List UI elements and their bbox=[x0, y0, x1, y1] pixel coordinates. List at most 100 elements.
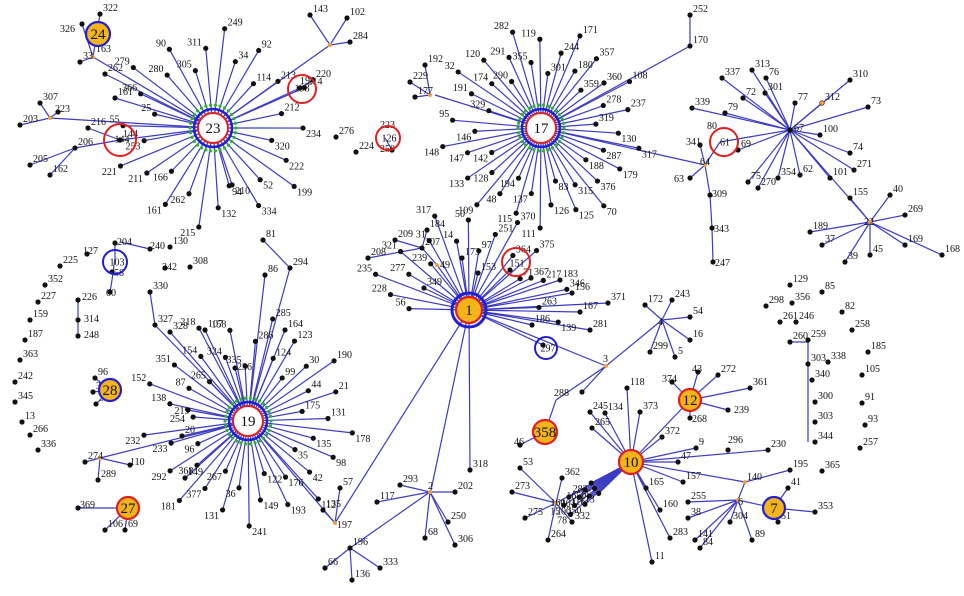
node-186[interactable] bbox=[529, 322, 535, 328]
node-83[interactable] bbox=[552, 178, 559, 184]
node-335[interactable] bbox=[242, 363, 248, 369]
node-127[interactable] bbox=[84, 251, 90, 257]
node-75[interactable] bbox=[745, 179, 751, 185]
node-303[interactable] bbox=[805, 361, 811, 367]
node-306[interactable] bbox=[452, 542, 458, 548]
node-165[interactable] bbox=[582, 487, 588, 493]
node-25[interactable] bbox=[152, 111, 158, 117]
node-56[interactable] bbox=[406, 306, 412, 312]
node-280[interactable] bbox=[164, 72, 170, 78]
node-342[interactable] bbox=[162, 265, 168, 271]
node-148[interactable] bbox=[440, 143, 446, 150]
node-301[interactable] bbox=[545, 70, 551, 77]
node-298[interactable] bbox=[763, 303, 769, 309]
node-92[interactable] bbox=[256, 47, 262, 54]
node-229[interactable] bbox=[407, 79, 413, 85]
node-328[interactable] bbox=[167, 329, 173, 335]
node-67[interactable] bbox=[787, 127, 793, 133]
node-194[interactable] bbox=[515, 175, 522, 181]
node-265[interactable] bbox=[589, 425, 595, 431]
node-5[interactable] bbox=[672, 354, 678, 360]
node-300[interactable] bbox=[812, 399, 818, 405]
node-190[interactable] bbox=[331, 358, 337, 364]
node-317[interactable] bbox=[636, 145, 642, 151]
node-33[interactable] bbox=[77, 59, 83, 65]
node-250[interactable] bbox=[445, 519, 451, 525]
node-77[interactable] bbox=[792, 100, 798, 106]
node-352[interactable] bbox=[42, 282, 48, 288]
node-205[interactable] bbox=[27, 162, 33, 168]
node-130[interactable] bbox=[615, 130, 621, 136]
node-307[interactable] bbox=[37, 100, 43, 106]
node-293[interactable] bbox=[397, 482, 403, 488]
node-179[interactable] bbox=[617, 166, 623, 172]
node-149[interactable] bbox=[257, 497, 263, 503]
node-322[interactable] bbox=[97, 11, 103, 17]
node-271[interactable] bbox=[851, 167, 857, 173]
node-216[interactable] bbox=[85, 125, 91, 131]
node-155[interactable] bbox=[847, 195, 853, 201]
node-272[interactable] bbox=[715, 372, 721, 378]
node-85[interactable] bbox=[819, 289, 825, 295]
node-228[interactable] bbox=[387, 291, 394, 298]
node-240[interactable] bbox=[147, 246, 153, 252]
node-338[interactable] bbox=[825, 359, 831, 365]
node-351[interactable] bbox=[171, 362, 178, 368]
node-207[interactable] bbox=[419, 245, 425, 251]
node-115[interactable] bbox=[513, 210, 519, 216]
node-337[interactable] bbox=[719, 75, 725, 81]
node-218[interactable] bbox=[196, 325, 202, 331]
node-311[interactable] bbox=[203, 45, 209, 51]
node-372[interactable] bbox=[659, 434, 665, 440]
node-46[interactable] bbox=[517, 442, 523, 448]
node-226[interactable] bbox=[75, 297, 81, 303]
node-204[interactable] bbox=[112, 240, 118, 246]
node-235[interactable] bbox=[372, 271, 379, 277]
node-313[interactable] bbox=[749, 67, 755, 73]
node-371[interactable] bbox=[605, 300, 611, 306]
node-259[interactable] bbox=[805, 337, 811, 343]
node-364[interactable] bbox=[510, 252, 516, 259]
node-366[interactable] bbox=[138, 91, 144, 97]
node-282[interactable] bbox=[509, 29, 516, 35]
node-114[interactable] bbox=[250, 81, 257, 87]
node-116[interactable] bbox=[586, 493, 592, 499]
node-119[interactable] bbox=[537, 36, 543, 42]
node-165[interactable] bbox=[643, 485, 649, 491]
node-37[interactable] bbox=[819, 242, 825, 248]
node-122[interactable] bbox=[261, 470, 267, 477]
node-263[interactable] bbox=[536, 304, 542, 311]
node-232[interactable] bbox=[141, 432, 147, 438]
node-101[interactable] bbox=[827, 175, 833, 181]
node-215[interactable] bbox=[196, 224, 202, 230]
node-102[interactable] bbox=[344, 15, 350, 21]
node-97[interactable] bbox=[476, 248, 482, 254]
node-305[interactable] bbox=[192, 68, 198, 74]
node-301[interactable] bbox=[762, 90, 768, 96]
node-278[interactable] bbox=[600, 102, 606, 109]
badge-24[interactable] bbox=[84, 20, 112, 48]
node-344[interactable] bbox=[812, 439, 818, 445]
node-223[interactable] bbox=[55, 109, 61, 115]
node-279[interactable] bbox=[130, 64, 136, 71]
node-213[interactable] bbox=[275, 78, 281, 84]
node-195[interactable] bbox=[787, 467, 793, 473]
badge-12[interactable] bbox=[677, 387, 703, 413]
node-268[interactable] bbox=[687, 415, 693, 421]
node-160[interactable] bbox=[566, 494, 572, 500]
node-345[interactable] bbox=[12, 399, 18, 405]
node-54[interactable] bbox=[687, 314, 693, 320]
node-95[interactable] bbox=[449, 117, 456, 123]
node-156[interactable] bbox=[569, 290, 575, 296]
node-245[interactable] bbox=[587, 409, 593, 415]
node-340[interactable] bbox=[809, 377, 815, 383]
node-355[interactable] bbox=[528, 59, 534, 66]
node-374[interactable] bbox=[669, 379, 675, 385]
node-326[interactable] bbox=[79, 21, 85, 27]
node-118[interactable] bbox=[624, 385, 630, 391]
node-11[interactable] bbox=[649, 559, 655, 565]
node-38[interactable] bbox=[685, 515, 691, 521]
node-15[interactable] bbox=[561, 502, 567, 508]
node-375[interactable] bbox=[533, 247, 540, 254]
node-44[interactable] bbox=[305, 388, 311, 394]
